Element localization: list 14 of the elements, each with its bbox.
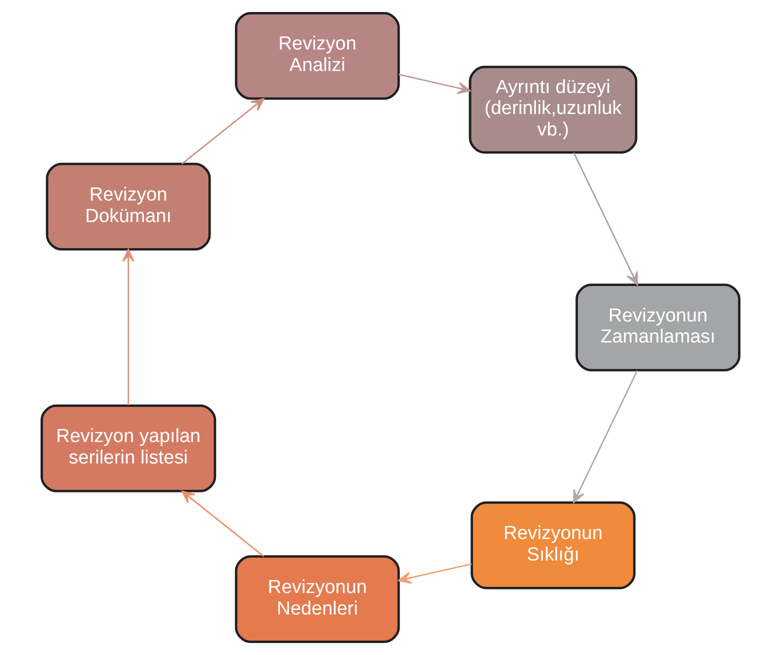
arrow <box>398 563 472 584</box>
node-box: Revizyon Dokümanı <box>45 162 210 250</box>
arrow <box>122 248 134 406</box>
node-box: Revizyon Analizi <box>234 12 400 100</box>
arrow <box>180 490 264 557</box>
node-box: Revizyonun Sıklığı <box>470 501 636 590</box>
node-box: Revizyon yapılan serilerin listesi <box>40 404 216 492</box>
node-box: Ayrıntı düzeyi (derinlik,uzunluk vb.) <box>468 66 637 154</box>
arrow <box>398 74 470 94</box>
arrow <box>572 152 638 286</box>
node-box: Revizyonun Zamanlaması <box>575 284 740 372</box>
arrow <box>572 370 638 504</box>
node-box: Revizyonun Nedenleri <box>234 555 400 644</box>
arrow <box>181 98 264 164</box>
